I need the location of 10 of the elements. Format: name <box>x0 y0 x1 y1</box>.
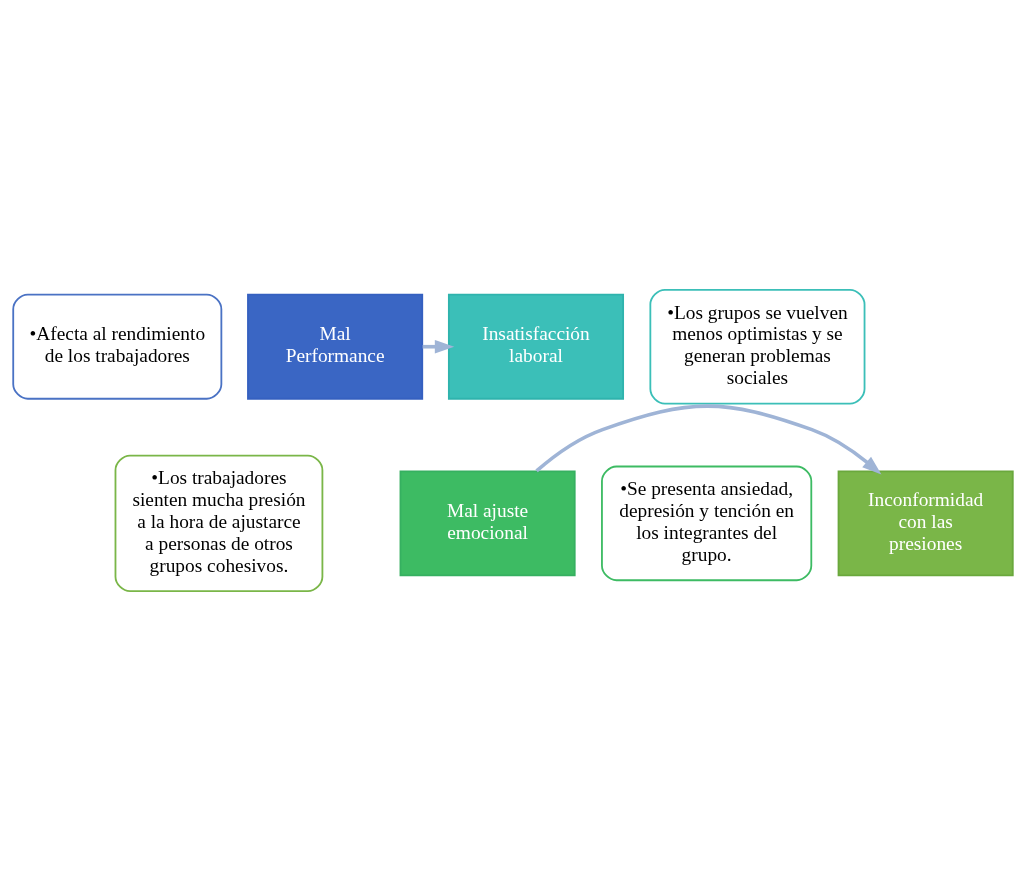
node-box: •Afecta al rendimiento de los trabajadores <box>12 293 223 400</box>
node-box: Inconformidad con las presiones <box>837 469 1014 576</box>
node-box: Mal ajuste emocional <box>399 469 576 576</box>
arrow <box>535 403 882 475</box>
arrow <box>422 339 455 353</box>
node-box: •Los trabajadores sienten mucha presión a la hora de ajustarce a personas de otros grupos cohesivos. <box>114 454 324 592</box>
node-box: Mal Performance <box>247 293 424 400</box>
node-box: •Los grupos se vuelven menos optimistas y se generan problemas sociales <box>649 288 866 404</box>
node-box: Insatisfacción laboral <box>447 293 625 400</box>
node-box: •Se presenta ansiedad, depresión y tención en los integrantes del grupo. <box>601 465 813 581</box>
